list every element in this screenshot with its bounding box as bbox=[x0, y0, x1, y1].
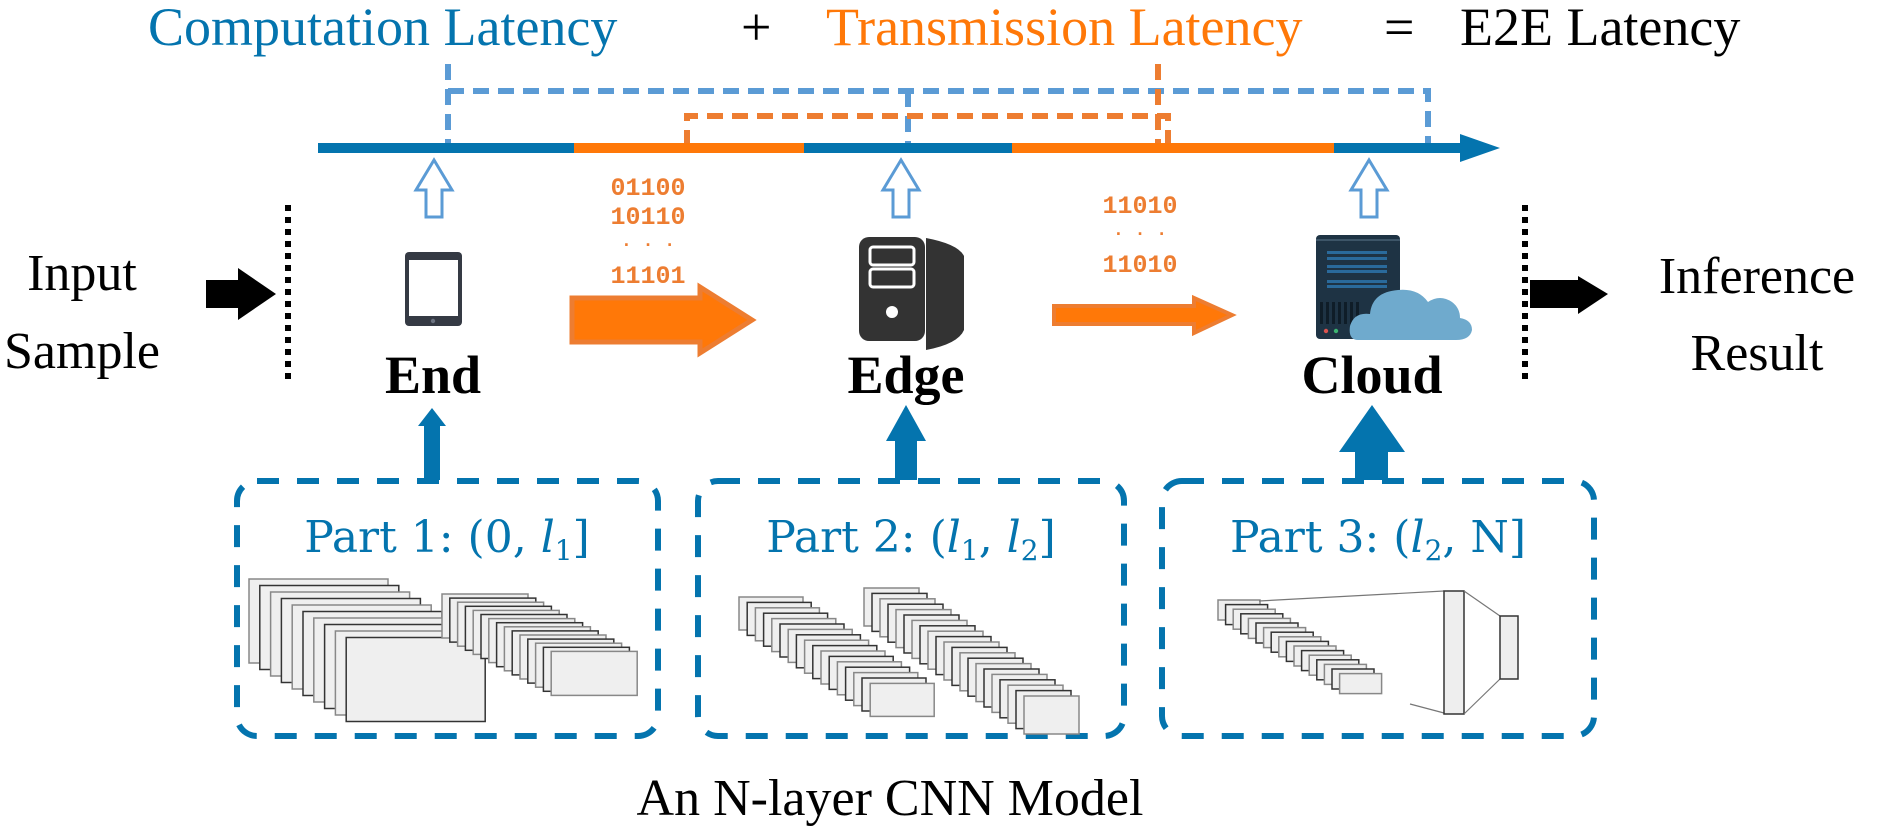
output-arrow-icon bbox=[1530, 276, 1608, 314]
timeline-segment-end-computation bbox=[318, 143, 574, 153]
feature-map bbox=[550, 650, 638, 697]
part2-stack-b bbox=[863, 587, 1080, 735]
server-tower-icon bbox=[859, 237, 964, 350]
transmission-bracket-path bbox=[684, 113, 1171, 146]
input-arrow-icon bbox=[206, 268, 276, 320]
feature-map bbox=[345, 636, 486, 723]
part1-to-end-arrow-icon bbox=[418, 408, 446, 480]
timeline-segment-cloud-computation bbox=[1334, 143, 1464, 153]
part2-label: Part 2: (l1, l2] bbox=[766, 512, 1056, 567]
hollow-up-arrows bbox=[413, 157, 1390, 219]
part3-stack bbox=[1217, 599, 1383, 695]
feature-map bbox=[869, 682, 935, 718]
input-label-line1: Input bbox=[27, 245, 137, 302]
part1-box bbox=[234, 478, 661, 739]
fc-connector bbox=[1463, 590, 1501, 617]
part2-box bbox=[695, 478, 1127, 739]
part2-to-edge-arrow-icon bbox=[886, 405, 926, 480]
part3-label: Part 3: (l2, N] bbox=[1230, 512, 1526, 567]
bits-line: 11010 bbox=[1102, 192, 1177, 221]
node-label-edge: Edge bbox=[847, 345, 964, 405]
cnn-model-caption: An N-layer CNN Model bbox=[637, 770, 1144, 827]
latency-equation: Computation Latency + Transmission Laten… bbox=[148, 0, 1740, 57]
equals-sign: = bbox=[1384, 0, 1414, 57]
part3-to-cloud-arrow-icon bbox=[1339, 405, 1405, 480]
bits-line: 11010 bbox=[1102, 251, 1177, 280]
cloud-to-timeline-arrow-icon bbox=[1348, 157, 1390, 219]
transmission-arrow-small-icon bbox=[1052, 294, 1237, 337]
fc-layer-1 bbox=[1443, 590, 1465, 715]
part-boxes bbox=[234, 478, 1597, 739]
feature-map bbox=[1023, 695, 1080, 735]
transmission-latency-label: Transmission Latency bbox=[826, 0, 1302, 57]
node-label-cloud: Cloud bbox=[1301, 345, 1442, 405]
part1-label: Part 1: (0, l1] bbox=[304, 512, 590, 567]
fc-connector bbox=[1463, 678, 1501, 715]
part1-stack-a bbox=[248, 578, 486, 723]
transmission-edge-to-cloud: 11010 · · · 11010 bbox=[1052, 192, 1237, 337]
bits-line: 11101 bbox=[610, 262, 685, 291]
timeline-segment-end-edge-transmission bbox=[574, 143, 804, 153]
timeline-segment-edge-cloud-transmission bbox=[1012, 143, 1334, 153]
transmission-end-to-edge: 01100 10110 · · · 11101 bbox=[569, 174, 757, 358]
cloud-server-icon bbox=[1316, 235, 1472, 340]
bits-ellipsis: · · · bbox=[1113, 225, 1167, 245]
computation-bracket bbox=[445, 64, 1431, 148]
cloud-shape bbox=[1349, 289, 1472, 340]
input-sample: Input Sample bbox=[4, 205, 291, 385]
part1-stack-b bbox=[441, 593, 638, 697]
inference-result: Inference Result bbox=[1522, 205, 1855, 385]
transmission-bracket bbox=[684, 64, 1171, 146]
feature-map bbox=[1338, 672, 1383, 695]
edge-to-timeline-arrow-icon bbox=[880, 157, 922, 219]
deploy-arrows bbox=[418, 405, 1405, 480]
e2e-latency-label: E2E Latency bbox=[1460, 0, 1740, 57]
bits-line: 10110 bbox=[610, 203, 685, 232]
bits-line: 01100 bbox=[610, 174, 685, 203]
fc-layer-2 bbox=[1499, 615, 1519, 680]
fc-connector bbox=[1258, 590, 1445, 602]
part2-stack-a bbox=[738, 596, 935, 718]
bits-ellipsis: · · · bbox=[621, 236, 675, 256]
timeline-segment-edge-computation bbox=[804, 143, 1012, 153]
timeline-arrowhead bbox=[1460, 134, 1500, 162]
timeline bbox=[318, 134, 1500, 162]
fc-layers bbox=[1258, 590, 1519, 715]
computation-bracket-top bbox=[448, 88, 1431, 148]
computation-latency-label: Computation Latency bbox=[148, 0, 617, 57]
end-to-timeline-arrow-icon bbox=[413, 157, 455, 219]
transmission-arrow-large-icon bbox=[569, 282, 757, 358]
fc-connector bbox=[1409, 703, 1445, 714]
end-node: End bbox=[385, 252, 481, 405]
part3-box bbox=[1159, 478, 1597, 739]
part-labels: Part 1: (0, l1] Part 2: (l1, l2] Part 3:… bbox=[304, 512, 1526, 567]
tablet-icon bbox=[405, 252, 462, 326]
output-label-line1: Inference bbox=[1659, 248, 1855, 305]
plus-sign: + bbox=[741, 0, 771, 57]
cnn-layer-illustrations bbox=[248, 578, 1383, 735]
output-label-line2: Result bbox=[1691, 325, 1824, 382]
node-label-end: End bbox=[385, 345, 481, 405]
input-label-line2: Sample bbox=[4, 323, 160, 380]
cloud-node: Cloud bbox=[1301, 235, 1472, 405]
edge-node: Edge bbox=[847, 237, 965, 405]
